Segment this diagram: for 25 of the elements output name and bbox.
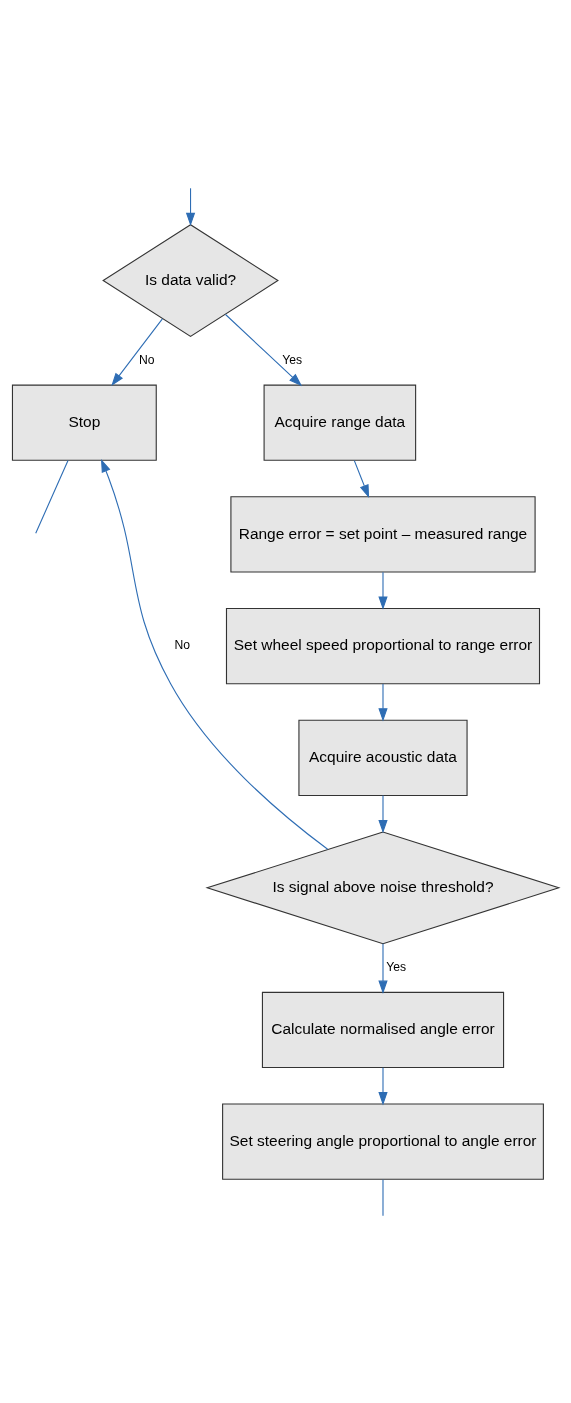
arrow [378,794,388,833]
arrow [378,682,388,722]
node-box: Set wheel speed proportional to range error [225,607,541,684]
arrow [185,187,196,226]
arrow [353,459,370,498]
node-diamond: Is signal above noise threshold? [205,830,561,944]
edge-label: No [174,637,191,652]
edge-label: Yes [386,959,407,974]
node-diamond: Is data valid? [102,223,279,337]
node-box: Set steering angle proportional to angle error [222,1103,544,1180]
node-box: Acquire range data [263,384,417,461]
node-box: Range error = set point – measured range [230,495,536,573]
connector [35,459,69,534]
arrow [378,571,388,610]
connector [382,1178,384,1216]
arrow [378,942,388,994]
edge-label: Yes [282,352,303,367]
arrow [225,313,303,386]
node-box: Acquire acoustic data [298,719,468,796]
arrow [378,1066,388,1105]
arrow [101,458,329,850]
node-box: Stop [11,384,157,461]
arrow [111,317,163,386]
edge-label: No [139,352,155,367]
node-box: Calculate normalised angle error [261,991,505,1068]
